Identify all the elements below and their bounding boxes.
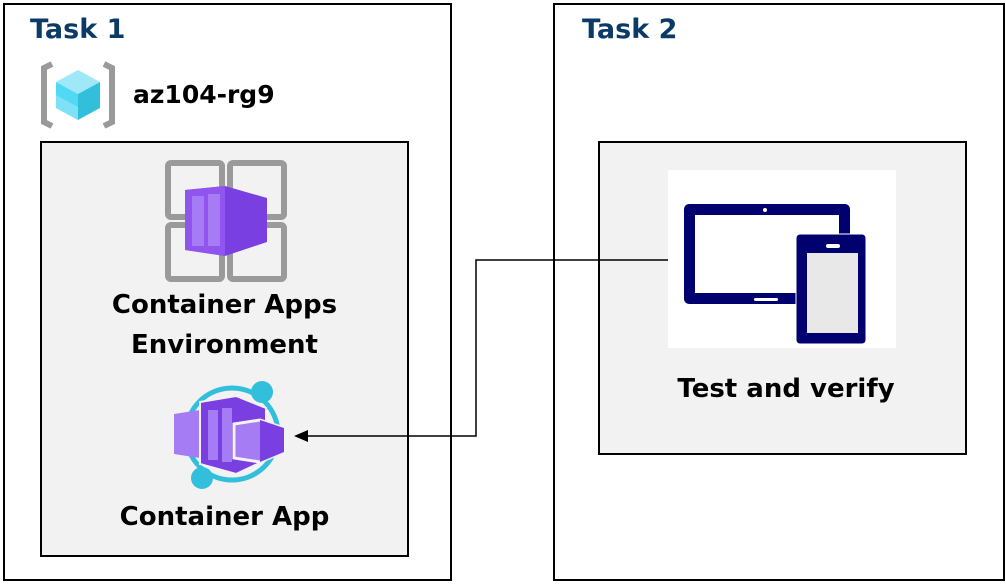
task2-title: Task 2 [582, 14, 678, 45]
container-app-label: Container App [119, 502, 330, 532]
resource-group-name: az104-rg9 [133, 80, 275, 109]
environment-label-line1: Container Apps [111, 290, 338, 320]
environment-label-line2: Environment [131, 330, 318, 360]
tablet-phone-icon [668, 170, 896, 348]
test-verify-label: Test and verify [677, 374, 895, 404]
environment-label: Container Apps Environment [41, 285, 408, 365]
resource-group-icon [41, 61, 115, 129]
container-apps-environment-icon [165, 160, 287, 282]
container-app-icon [174, 381, 286, 489]
task1-title: Task 1 [30, 14, 126, 45]
